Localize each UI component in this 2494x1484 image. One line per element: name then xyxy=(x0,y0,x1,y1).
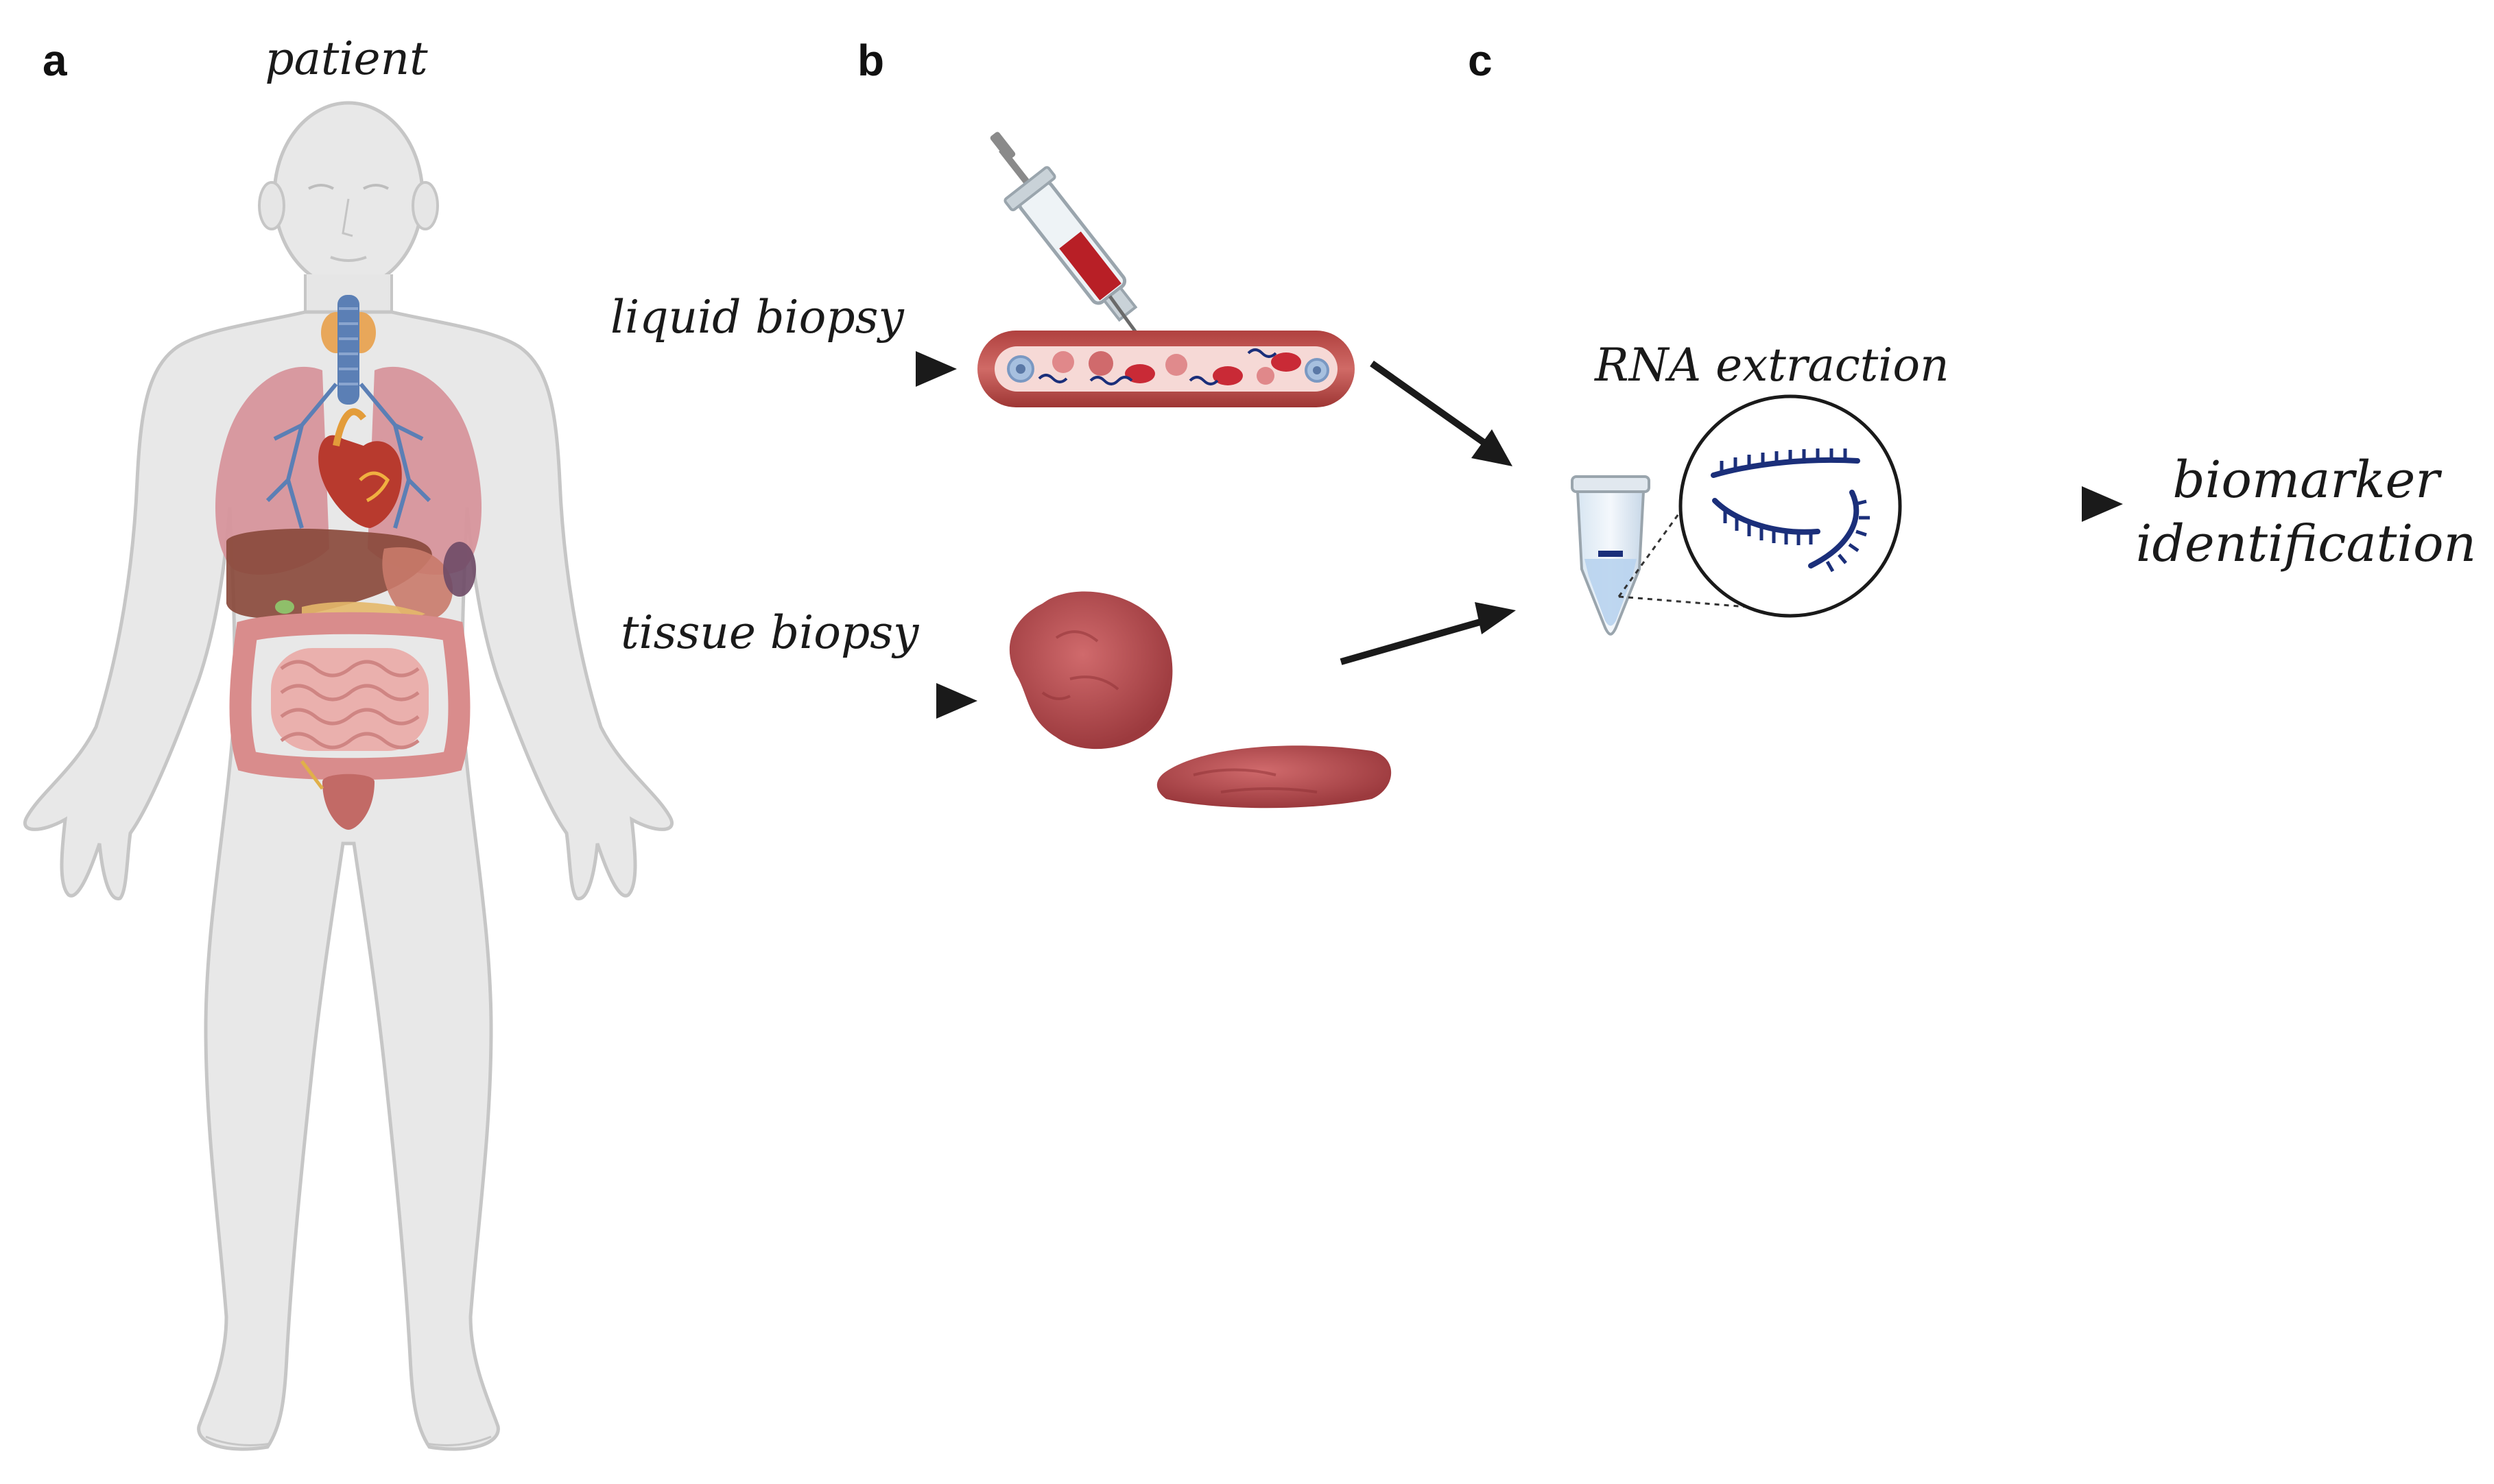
rna-magnified-view xyxy=(1678,394,1902,618)
panel-letter-c: c xyxy=(1468,36,1493,85)
arrow-head-liquid-to-extraction xyxy=(1471,429,1512,466)
tissue-sample-illustration xyxy=(1009,591,1392,809)
patient-body-illustration xyxy=(23,101,674,1451)
eppendorf-tube-icon xyxy=(1571,475,1650,636)
arrow-head-biomarker xyxy=(2082,486,2123,522)
arrow-tissue-to-extraction xyxy=(1340,617,1486,665)
syringe-icon xyxy=(990,132,1141,337)
blood-vessel-illustration xyxy=(977,331,1355,407)
arrow-liquid-to-extraction xyxy=(1370,360,1491,449)
zoom-line-top xyxy=(1617,496,1692,597)
arrow-head-tissue xyxy=(936,683,977,719)
panel-letter-a: a xyxy=(43,36,67,85)
rna-extraction-caption: RNA extraction xyxy=(1594,339,1949,392)
biomarker-caption-line1: biomarker xyxy=(2172,451,2443,510)
liquid-biopsy-caption: liquid biopsy xyxy=(610,291,905,344)
arrow-head-tissue-to-extraction xyxy=(1475,602,1516,634)
biomarker-caption-line2: identification xyxy=(2136,514,2476,573)
panel-letter-b: b xyxy=(857,36,884,85)
internal-organs-illustration xyxy=(215,295,482,830)
tissue-biopsy-caption: tissue biopsy xyxy=(621,606,919,659)
patient-caption: patient xyxy=(265,32,428,85)
arrow-head-liquid xyxy=(916,351,957,387)
